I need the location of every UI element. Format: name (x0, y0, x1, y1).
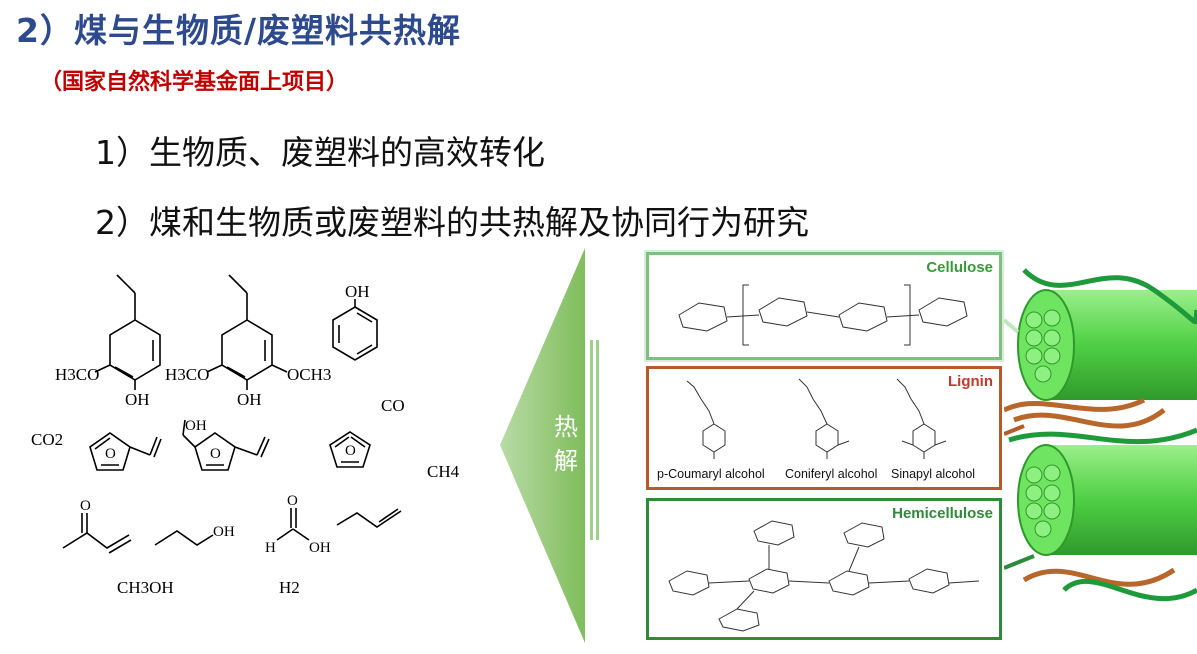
pyrolysis-arrow (500, 248, 599, 643)
label-ch3oh: CH3OH (117, 578, 174, 597)
butenone-structure (62, 513, 132, 554)
butene-structure (336, 508, 402, 528)
pyrolysis-label: 热 解 (554, 413, 578, 475)
label-formic-oh: OH (309, 540, 331, 556)
pyrolysis-products-diagram: H3CO OH H3CO OH OCH3 OH CO CO2 O OH O O … (31, 274, 460, 597)
ethylsyringol-structure (206, 274, 288, 390)
label-h3co-left: H3CO (55, 365, 99, 384)
propanol-structure (154, 530, 214, 546)
hmf-structure (182, 419, 270, 471)
label-ch4: CH4 (427, 462, 460, 481)
label-hmf-oh: OH (185, 418, 207, 434)
cellulose-panel: Cellulose (646, 252, 1002, 360)
furan-structure (329, 431, 371, 468)
label-oh-syringol: OH (237, 390, 262, 409)
lignin-structure-icon (686, 378, 947, 459)
bullet-item-1: 1）生物质、废塑料的高效转化 (95, 133, 545, 172)
label-co2: CO2 (31, 430, 63, 449)
ethylguaiacol-structure (94, 274, 161, 390)
lignin-monomer-3: Sinapyl alcohol (891, 467, 976, 481)
label-furan-o: O (345, 443, 356, 459)
label-och3: OCH3 (287, 365, 331, 384)
label-h2: H2 (279, 578, 300, 597)
label-butenone-o: O (80, 498, 91, 514)
label-h3co-mid: H3CO (165, 365, 209, 384)
label-formic-h: H (265, 540, 276, 556)
phenol-structure (332, 299, 378, 361)
label-furfural-o: O (105, 446, 116, 462)
label-propanol-oh: OH (213, 524, 235, 540)
lignin-title: Lignin (948, 373, 993, 390)
label-hmf-o: O (210, 446, 221, 462)
hemicellulose-title: Hemicellulose (892, 505, 993, 522)
project-subtitle: （国家自然科学基金面上项目） (40, 70, 349, 95)
label-co: CO (381, 396, 405, 415)
lignin-monomer-1: p-Coumaryl alcohol (657, 467, 765, 481)
cellulose-title: Cellulose (926, 259, 993, 276)
furfural-structure (89, 432, 162, 471)
hemicellulose-structure-icon (668, 520, 980, 632)
plant-fiber-illustration (1004, 268, 1197, 602)
lignin-panel: Lignin p-Coumaryl alcohol Coniferyl alco… (646, 366, 1002, 490)
slide-title: 2）煤与生物质/废塑料共热解 (16, 11, 462, 50)
label-formic-o: O (287, 493, 298, 509)
bullet-item-2: 2）煤和生物质或废塑料的共热解及协同行为研究 (95, 203, 809, 242)
lignin-monomer-2: Coniferyl alcohol (785, 467, 878, 481)
label-oh-phenol: OH (345, 282, 370, 301)
cellulose-structure-icon (678, 284, 968, 346)
hemicellulose-panel: Hemicellulose (646, 498, 1002, 640)
label-oh-guaiacol: OH (125, 390, 150, 409)
formic-acid-structure (276, 508, 310, 541)
